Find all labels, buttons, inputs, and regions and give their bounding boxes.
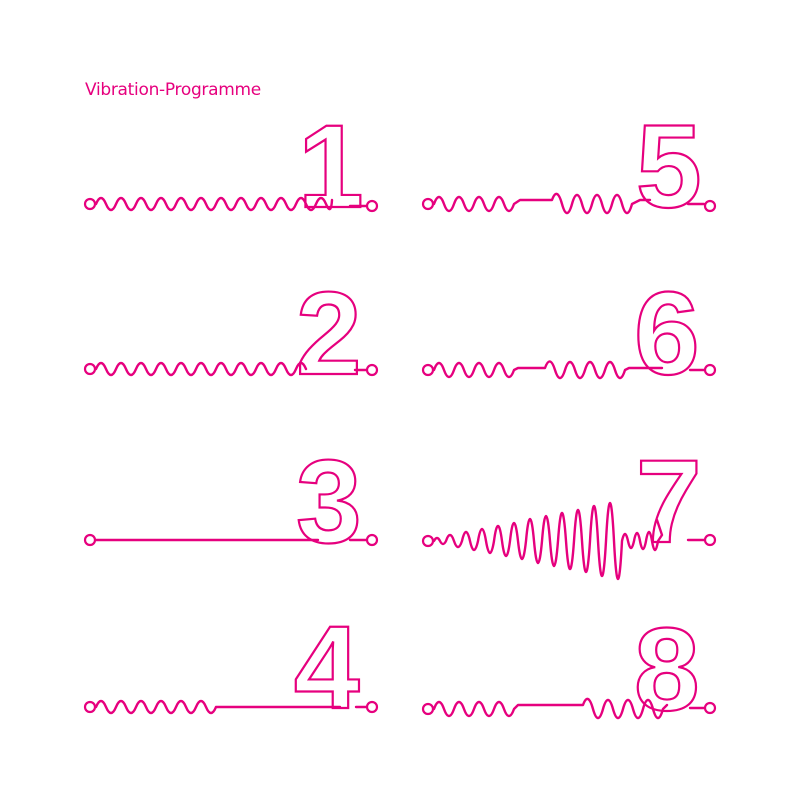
program-number: 7 (636, 436, 702, 568)
program-number: 5 (636, 101, 702, 233)
end-node-icon (703, 199, 717, 213)
start-node-icon (421, 534, 435, 548)
end-node-icon (365, 363, 379, 377)
vibration-wave (94, 699, 342, 715)
end-node-icon (703, 533, 717, 547)
vibration-wave (94, 196, 334, 212)
program-3: 3 (83, 435, 379, 569)
program-number: 6 (634, 268, 700, 400)
program-number: 8 (634, 604, 700, 736)
start-node-icon (421, 363, 435, 377)
end-node-icon (365, 199, 379, 213)
program-4: 4 (83, 601, 379, 735)
program-1: 1 (83, 100, 379, 234)
program-number: 4 (294, 602, 360, 734)
start-node-icon (83, 533, 97, 547)
page-title: Vibration-Programme (85, 80, 261, 100)
program-6: 6 (421, 267, 717, 401)
vibration-wave (432, 192, 652, 215)
program-8: 8 (421, 603, 717, 737)
end-node-icon (365, 533, 379, 547)
program-number: 3 (296, 436, 362, 568)
start-node-icon (421, 197, 435, 211)
vibration-wave (432, 502, 664, 580)
program-2: 2 (83, 267, 379, 401)
end-node-icon (703, 363, 717, 377)
program-5: 5 (421, 100, 717, 234)
vibration-wave (432, 697, 669, 720)
end-node-icon (703, 701, 717, 715)
program-number: 1 (298, 101, 364, 233)
vibration-wave (94, 361, 308, 377)
start-node-icon (421, 702, 435, 716)
start-node-icon (83, 700, 97, 714)
end-node-icon (365, 700, 379, 714)
program-number: 2 (296, 268, 362, 400)
vibration-wave (432, 360, 664, 380)
start-node-icon (83, 362, 97, 376)
start-node-icon (83, 197, 97, 211)
program-7: 7 (421, 435, 717, 580)
